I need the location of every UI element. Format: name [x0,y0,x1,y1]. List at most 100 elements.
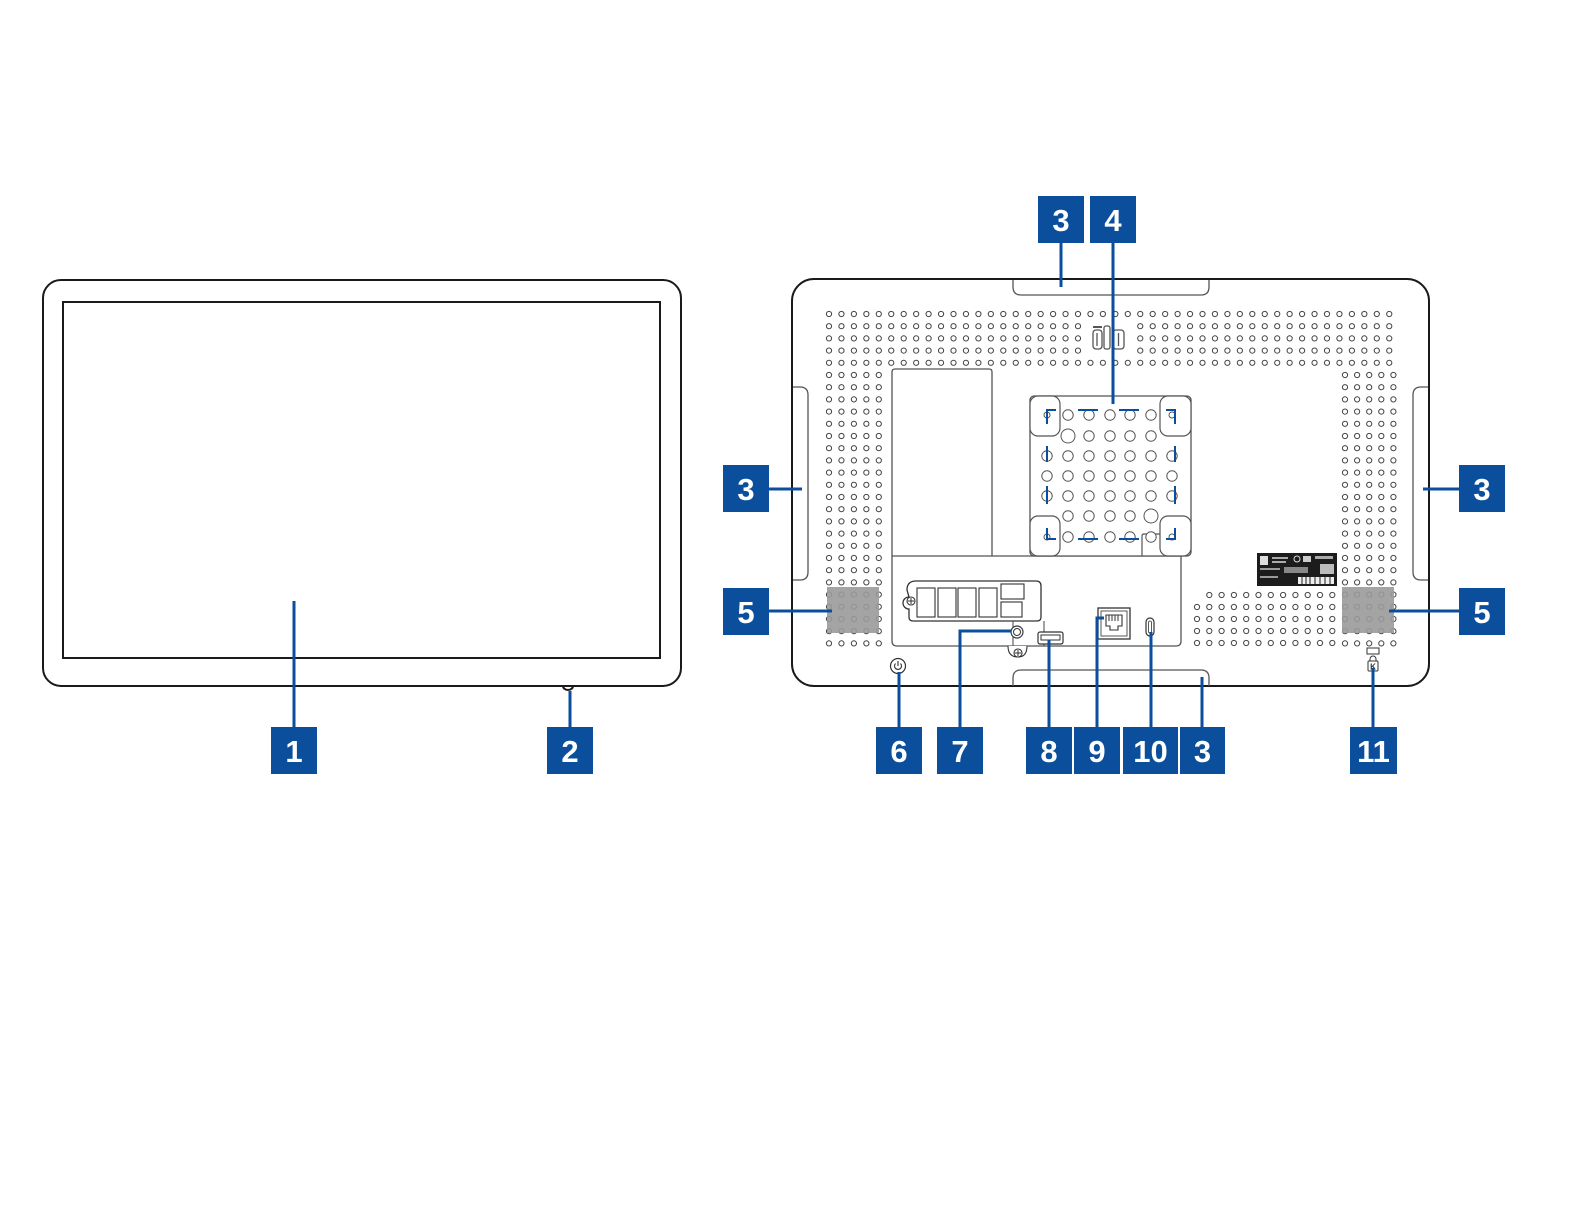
vent-dot [1267,639,1274,647]
callout-number: 3 [737,472,754,507]
vent-dot [1329,627,1336,635]
vent-dot [1099,310,1107,318]
vent-dot [1174,310,1181,318]
vent-dot [950,323,957,330]
vent-dot [1174,335,1181,342]
vent-dot [825,371,833,379]
callout-badge [876,727,922,774]
callout-number: 3 [1473,472,1490,507]
vesa-hole [1145,409,1157,421]
vent-dot [1261,359,1268,366]
right-handle-recess [1412,386,1428,581]
vent-dot [1074,310,1082,318]
vent-dot [875,469,882,476]
callout-number: 8 [1040,734,1057,769]
vent-dot [1386,310,1393,318]
vent-dot [1366,493,1373,501]
vent-dot [863,359,870,366]
vent-dot [925,323,932,330]
vent-dot [1373,359,1380,366]
vent-dot [1366,432,1373,440]
vent-dot [1366,469,1373,476]
vent-dot [863,371,870,379]
vent-dot [1211,359,1219,366]
vent-dot [1255,591,1262,599]
vent-dot [937,347,945,354]
vent-dot [838,518,845,525]
vent-dot [1348,347,1356,354]
vent-dot [1378,567,1385,574]
vent-dot [1386,323,1393,330]
vent-dot [1218,603,1225,611]
vent-dot [1218,639,1225,647]
vent-dot [850,481,858,488]
vent-dot [1354,579,1361,586]
vent-dot [1354,420,1361,427]
vent-dot [1299,359,1306,366]
vent-dot [1236,335,1243,342]
vent-dot [1390,457,1397,464]
vent-dot [1341,408,1349,415]
vent-dot [1329,603,1336,611]
vent-dot [838,579,845,586]
callout-badge [1350,727,1397,774]
vent-dot [1000,347,1007,354]
vent-dot [1341,384,1349,391]
vent-dot [1025,323,1032,330]
vesa-hole [1124,430,1136,442]
callout-top-handle-recess: 3 [1038,196,1084,287]
vent-dot [1149,310,1156,318]
vent-dot [875,323,882,330]
vent-dot [863,323,870,330]
vent-dot [1280,627,1287,635]
vesa-hole [1104,470,1116,482]
vent-dot [1341,371,1349,379]
vent-dot [1255,615,1262,623]
vent-dot [863,408,870,415]
vent-dot [913,323,920,330]
power-icon [893,663,903,670]
vesa-hole [1083,531,1095,543]
vent-dot [838,567,845,574]
vesa-hole [1062,510,1074,522]
vent-dot [1012,347,1019,354]
vesa-hole [1083,490,1095,502]
vent-dot [825,542,833,549]
vesa-hole [1143,508,1159,524]
vent-dot [838,432,845,440]
vent-dot [1366,579,1373,586]
callout-badge [1180,727,1225,774]
vent-dot [1336,347,1343,354]
vent-dot [1186,335,1194,342]
vesa-hole [1083,510,1095,522]
vent-dot [1341,567,1349,574]
vent-dot [900,335,907,342]
vent-dot [863,554,870,562]
vent-dot [850,554,858,562]
vent-dot [875,457,882,464]
vent-dot [1366,640,1373,647]
vent-dot [987,323,994,330]
callout-badge [271,727,317,774]
vent-dot [1378,432,1385,440]
vent-dot [850,408,858,415]
vent-dot [1249,335,1256,342]
vent-dot [1236,323,1243,330]
callout-badge [1459,465,1505,512]
vent-dot [875,518,882,525]
vent-dot [975,310,982,318]
vent-dot [850,371,858,379]
vent-dot [838,323,845,330]
vent-dot [950,310,957,318]
vent-dot [913,359,920,366]
vent-dot [863,310,870,318]
vent-dot [825,579,833,586]
vent-dot [838,481,845,488]
vent-dot [1162,359,1169,366]
vent-dot [925,335,932,342]
vent-dot [888,359,895,366]
vent-dot [838,384,845,391]
vent-dot [1000,310,1007,318]
vent-dot [1099,359,1107,366]
vent-dot [1261,335,1268,342]
